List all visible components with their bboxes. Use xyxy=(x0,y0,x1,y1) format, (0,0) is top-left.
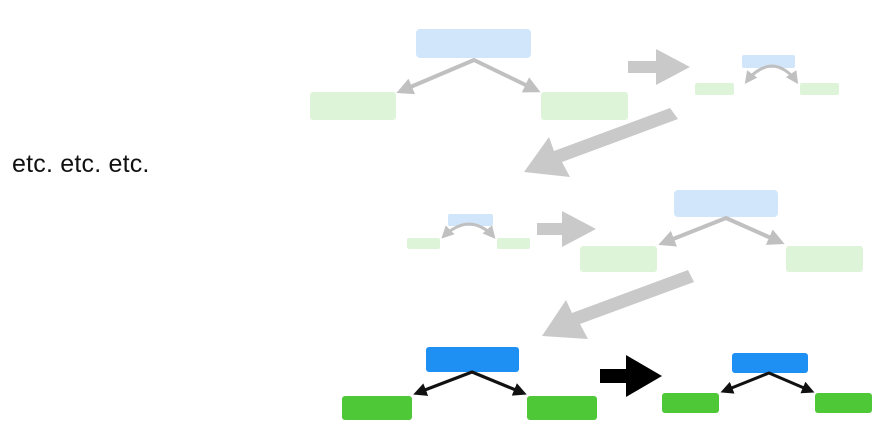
tree-1-connector-arrow xyxy=(396,58,541,95)
tree-4 xyxy=(580,190,863,272)
tree-4-connector-arrow xyxy=(658,216,785,247)
tree-6-right-child-node xyxy=(815,393,872,413)
tree-5-left-child-node xyxy=(342,396,412,420)
tree-6-connector-arrow xyxy=(720,371,815,394)
tree-2-connector-arrow xyxy=(744,64,799,85)
transition-arrow-5 xyxy=(600,355,662,397)
tree-2-left-child-node xyxy=(695,83,734,95)
tree-3-parent-node xyxy=(448,214,493,226)
tree-5-connector-arrow xyxy=(413,370,527,396)
tree-3-connector-arrow xyxy=(441,222,496,239)
tree-1-right-child-node xyxy=(541,92,628,120)
tree-4-left-child-node xyxy=(580,246,657,272)
transition-arrow-3 xyxy=(537,211,596,247)
transition-arrow-4 xyxy=(542,270,694,339)
tree-5-right-child-node xyxy=(527,396,597,420)
tree-1-parent-node xyxy=(416,29,531,58)
tree-2 xyxy=(695,55,839,95)
tree-3-right-child-node xyxy=(497,238,530,249)
tree-4-right-child-node xyxy=(786,246,863,272)
tree-5 xyxy=(342,347,597,420)
tree-6-left-child-node xyxy=(662,393,719,413)
tree-5-parent-node xyxy=(426,347,519,372)
caption-text: etc. etc. etc. xyxy=(12,150,150,178)
tree-2-right-child-node xyxy=(800,83,839,95)
tree-6 xyxy=(662,353,872,413)
tree-4-parent-node xyxy=(674,190,778,217)
tree-3-left-child-node xyxy=(407,238,440,249)
transition-arrow-2 xyxy=(524,108,678,177)
tree-2-parent-node xyxy=(742,55,795,68)
tree-1 xyxy=(310,29,628,120)
tree-1-left-child-node xyxy=(310,92,396,120)
tree-3 xyxy=(407,214,530,249)
tree-6-parent-node xyxy=(732,353,808,373)
transition-arrow-1 xyxy=(628,49,690,85)
